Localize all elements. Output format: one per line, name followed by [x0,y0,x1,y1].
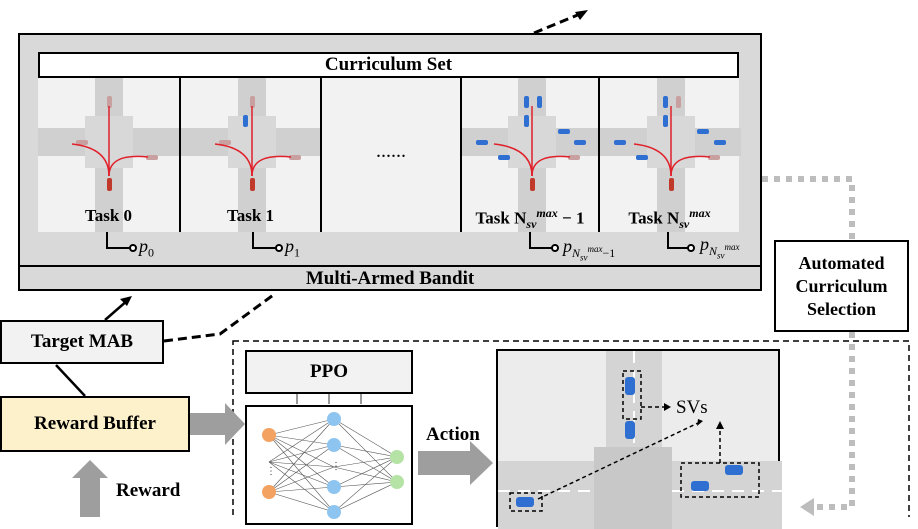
task-n-panel: Task Nsvmax [598,78,741,232]
prob-pn: pNsvmax [700,234,740,260]
prob-p0: p0 [139,236,154,260]
task-1-label: Task 1 [226,206,275,225]
task-nm1-panel: Task Nsvmax − 1 [460,78,600,232]
task-ellipsis-panel: ...... [320,78,460,232]
auto-curriculum-line3: Selection [807,299,876,319]
auto-curriculum-line2: Curriculum [795,276,888,296]
prob-p1: p1 [285,236,300,260]
prob-pnm1: pNsvmax−1 [563,236,616,262]
task-1-panel: Task 1 [179,78,322,232]
svg-text:⋮: ⋮ [266,466,276,477]
connector-layer [55,10,910,517]
environment-scene: SVs [496,349,782,529]
target-mab-box: Target MAB [0,320,164,364]
task-n-intersection [600,78,741,232]
neural-network-diagram: ⋮ ⋮ [262,412,404,519]
task-0-panel: Task 0 [38,78,179,232]
auto-curriculum-line1: Automated [798,253,885,273]
task-n-label: Task Nsvmax [628,206,711,232]
action-label: Action [426,424,480,445]
mab-label: Multi-Armed Bandit [18,265,762,291]
task-nm1-intersection [462,78,600,232]
svg-text:⋮: ⋮ [331,461,341,472]
environment-intersection [498,351,782,529]
curriculum-set-title: Curriculum Set [38,52,739,78]
task-0-intersection [38,78,179,232]
reward-buffer-box: Reward Buffer [0,396,190,452]
task-0-label: Task 0 [84,206,133,225]
task-nm1-label: Task Nsvmax − 1 [475,206,585,232]
policy-network-box: ⋮ ⋮ [245,405,413,525]
ellipsis: ...... [376,140,406,162]
reward-label: Reward [116,480,181,501]
svs-label: SVs [676,397,708,418]
automated-curriculum-selection-box: Automated Curriculum Selection [774,240,909,332]
task-1-intersection [181,78,322,232]
ppo-box: PPO [245,350,413,394]
ppo-down-arrows [296,394,362,404]
